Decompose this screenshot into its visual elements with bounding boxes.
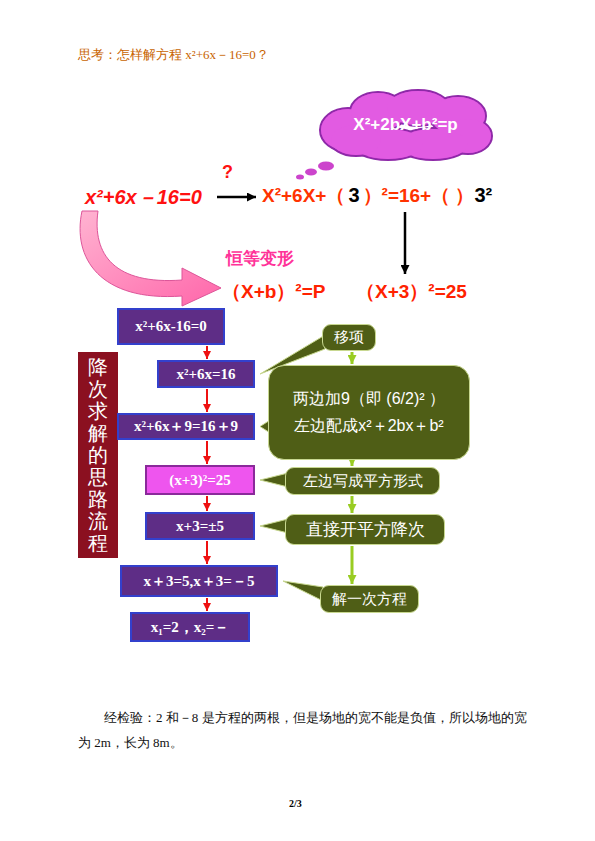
equation-part: ）²=16+（ ）	[363, 183, 475, 209]
node-text-group: x²+6x=16	[176, 366, 235, 383]
flow-arrow	[351, 461, 354, 466]
flow-arrow	[206, 441, 208, 464]
equation: x²+6x－16=0	[85, 184, 202, 211]
node-label: x²+6x-16=0	[135, 318, 207, 335]
node-label: X²+2bX+b²=p	[353, 115, 457, 135]
title-band: 降次求解的思路流程	[78, 352, 118, 558]
equation: （X+3）²=25	[356, 279, 467, 305]
identity-curved-arrow	[80, 211, 221, 306]
flow-arrow	[206, 389, 208, 412]
node-text-group: x²+6x-16=0	[135, 318, 207, 335]
flow-arrow	[351, 352, 354, 364]
equation: （X+b）²=P	[222, 279, 325, 305]
thought-cloud: X²+2bX+b²=p	[318, 90, 493, 160]
node-text-group: x²+6x＋9=16＋9	[134, 417, 238, 436]
node-label: x₁=2，x₂=－	[151, 618, 230, 637]
flow-arrow	[206, 346, 208, 359]
transform-arrow	[217, 196, 256, 199]
node-label: 左边写成平方形式	[303, 472, 423, 491]
process-box: x²+6x-16=0	[117, 308, 225, 345]
node-label: 移项	[334, 328, 364, 347]
page-number: 2/3	[289, 798, 302, 809]
node-text-group: (x+3)²=25	[169, 472, 231, 489]
process-box: x²+6x=16	[157, 360, 255, 388]
fill-number: 3	[345, 184, 362, 207]
flow-arrow	[206, 541, 208, 564]
flow-arrow	[351, 496, 354, 513]
node-label: x＋3=5,x＋3=－5	[144, 572, 255, 591]
thought-bubble	[305, 169, 317, 176]
flow-arrow	[206, 496, 208, 511]
node-label: (x+3)²=25	[169, 472, 231, 489]
conclusion-text: 经检验：2 和－8 是方程的两根，但是场地的宽不能是负值，所以场地的宽为 2m，…	[78, 706, 530, 755]
callout-pointer	[260, 473, 288, 487]
node-label: x+3=±5	[176, 518, 224, 535]
process-box: x₁=2，x₂=－	[130, 612, 250, 642]
question-text: 思考：怎样解方程 x²+6x－16=0？	[78, 46, 269, 64]
callout-box: 直接开平方降次	[285, 514, 445, 545]
question-mark: ?	[222, 162, 233, 183]
process-box: x＋3=5,x＋3=－5	[120, 565, 278, 597]
vertical-title: 降次求解的思路流程	[88, 356, 108, 554]
node-text-group: x₁=2，x₂=－	[151, 618, 230, 637]
node-text-group: x+3=±5	[176, 518, 224, 535]
equation-row: X²+6X+（3）²=16+（ ）3²	[262, 183, 492, 209]
callout-pointer	[283, 581, 323, 601]
callout-pointer	[260, 519, 288, 533]
node-label: 解一次方程	[332, 590, 407, 609]
callout-box: 移项	[322, 324, 376, 351]
process-box: x+3=±5	[145, 512, 255, 540]
node-label: x²+6x＋9=16＋9	[134, 417, 238, 436]
node-label: 左边配成x²＋2bx＋b²	[293, 416, 445, 437]
equation-part: X²+6X+（	[262, 183, 345, 209]
callout-box: 解一次方程	[320, 585, 419, 613]
node-text-group: 左边写成平方形式	[303, 472, 423, 491]
node-label: 两边加9（即 (6/2)² ）	[293, 389, 445, 410]
process-box: x²+6x＋9=16＋9	[117, 413, 255, 440]
thought-bubble	[296, 175, 304, 180]
transform-caption: 恒等变形	[226, 247, 294, 270]
flow-arrow	[206, 598, 208, 611]
fill-number: 3²	[475, 184, 493, 207]
thought-bubble	[318, 162, 334, 171]
callout-box: 两边加9（即 (6/2)² ） 左边配成x²＋2bx＋b²	[268, 365, 470, 460]
node-text-group: 降次求解的思路流程	[88, 356, 108, 554]
highlight-box: (x+3)²=25	[145, 465, 255, 495]
flow-arrow	[351, 546, 354, 584]
node-text-group: x＋3=5,x＋3=－5	[144, 572, 255, 591]
node-text-group: 解一次方程	[332, 590, 407, 609]
node-text-group: 移项	[334, 328, 364, 347]
node-text-group: 两边加9（即 (6/2)² ） 左边配成x²＋2bx＋b²	[293, 389, 445, 437]
node-text-group: 直接开平方降次	[306, 518, 425, 541]
node-label: x²+6x=16	[176, 366, 235, 383]
node-label: 直接开平方降次	[306, 518, 425, 541]
result-arrow	[404, 212, 407, 274]
node-text-group: X²+2bX+b²=p	[353, 115, 457, 135]
callout-box: 左边写成平方形式	[285, 467, 440, 495]
